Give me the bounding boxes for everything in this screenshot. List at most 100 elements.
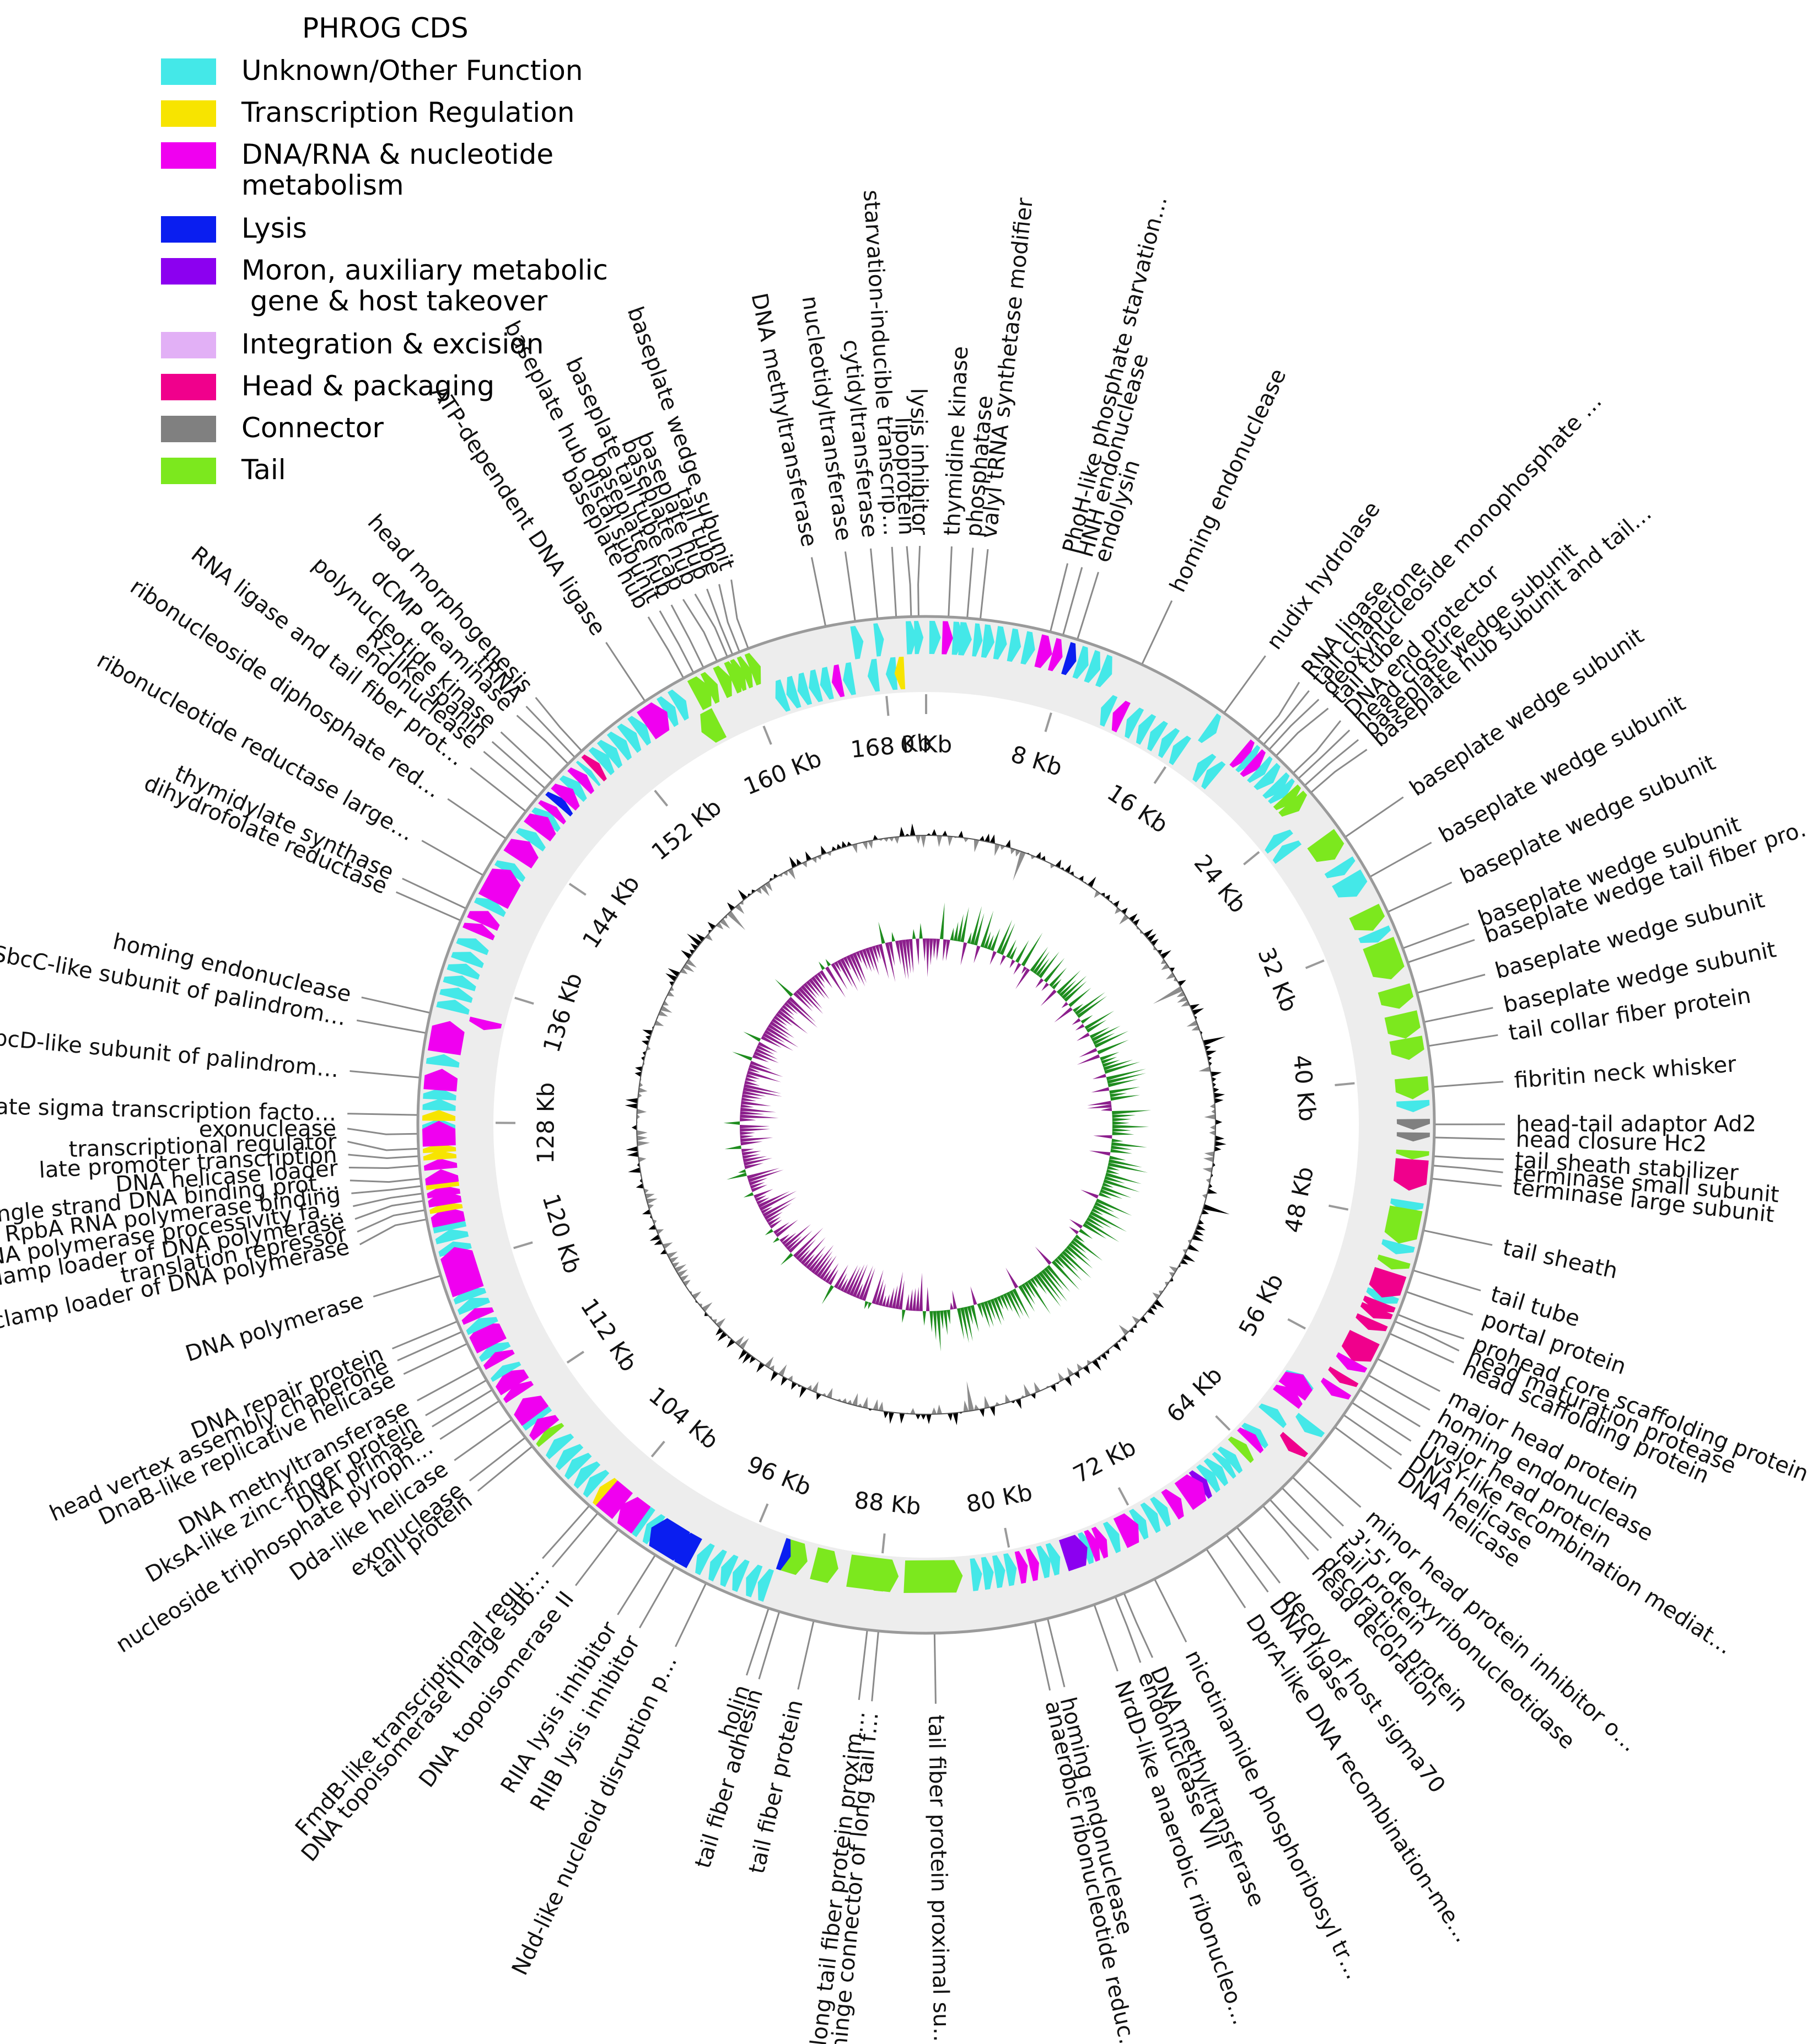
- gc-skew-peak: [741, 1149, 754, 1152]
- gc-content-peak: [1215, 1135, 1225, 1141]
- gc-content-peak: [921, 835, 926, 848]
- gene-arrow: [491, 1361, 521, 1382]
- gc-skew-peak: [1030, 947, 1048, 972]
- gc-content-peak: [789, 856, 797, 868]
- gene-arrow: [478, 868, 521, 909]
- label-leader: [1236, 1527, 1281, 1584]
- gc-skew-peak: [1066, 1245, 1093, 1269]
- gc-skew-peak: [803, 1254, 815, 1267]
- gene-arrow-unknown: [456, 938, 489, 956]
- gene-arrow-unknown: [1045, 1543, 1061, 1576]
- label-leader: [347, 1128, 417, 1135]
- gc-skew-peak: [770, 1219, 782, 1229]
- label-leader: [542, 1506, 590, 1559]
- tick-label: 160 Kb: [740, 744, 825, 800]
- tick-mark: [1305, 959, 1325, 969]
- gc-skew-peak: [743, 1156, 767, 1163]
- gc-content-peak: [1206, 1050, 1217, 1056]
- gc-skew-peak: [825, 1263, 839, 1284]
- gene-arrow: [576, 760, 601, 786]
- gc-skew-peak: [891, 932, 895, 942]
- gene-arrow-unknown: [606, 731, 632, 761]
- gc-content-peak: [635, 1066, 643, 1072]
- gc-content-peak: [915, 835, 921, 844]
- gc-content-peak: [963, 838, 969, 843]
- label-leader: [1388, 881, 1453, 913]
- gc-skew-peak: [800, 985, 822, 1009]
- gc-content-peak: [1094, 890, 1101, 898]
- gc-skew-peak: [741, 1151, 762, 1156]
- gc-skew-peak: [803, 983, 818, 999]
- gc-skew-peak: [1041, 1269, 1068, 1302]
- gc-skew-peak: [908, 938, 914, 973]
- gc-content-peak: [787, 1375, 793, 1382]
- gc-skew-peak: [740, 1104, 754, 1108]
- legend-label: Tail: [241, 454, 286, 486]
- gene-arrow-unknown: [573, 1461, 601, 1489]
- gc-skew-peak: [800, 1237, 826, 1265]
- gene-arrow-unknown: [457, 1297, 491, 1315]
- gc-skew-peak: [765, 1228, 773, 1236]
- gc-skew-peak: [828, 1269, 838, 1285]
- label-leader: [1432, 1178, 1502, 1187]
- label-leader: [1308, 1461, 1362, 1508]
- gc-skew-peak: [878, 1283, 886, 1306]
- gene-arrow-unknown: [1396, 1099, 1430, 1112]
- gc-skew-peak: [983, 931, 991, 949]
- gc-skew-peak: [747, 1169, 784, 1183]
- gc-skew-peak: [1079, 1048, 1098, 1058]
- gc-skew-peak: [899, 940, 906, 979]
- gc-skew-peak: [916, 938, 919, 965]
- gc-content-peak: [899, 1413, 905, 1424]
- gc-skew-peak: [837, 959, 853, 988]
- gc-content-peak: [717, 1331, 728, 1342]
- gene-arrow: [1336, 1352, 1368, 1373]
- gc-skew-peak: [852, 952, 867, 983]
- gc-skew-peak: [1059, 1253, 1079, 1272]
- gc-skew-peak: [936, 1311, 941, 1352]
- gc-content-peak: [805, 851, 812, 861]
- gene-arrow: [637, 702, 670, 739]
- gene-arrow: [744, 653, 761, 686]
- tick-label: 80 Kb: [964, 1478, 1035, 1517]
- gc-content-peak: [1005, 839, 1010, 848]
- gc-skew-peak: [1072, 1018, 1081, 1025]
- label-leader: [500, 731, 553, 780]
- gc-content-peak: [642, 1029, 653, 1036]
- tick-label: 152 Kb: [646, 793, 727, 866]
- gene-arrow-unknown: [1324, 856, 1356, 878]
- gc-skew-peak: [743, 1032, 761, 1042]
- gc-content-peak: [1160, 959, 1166, 964]
- tick-mark: [759, 1503, 769, 1523]
- gc-content-peak: [1211, 1077, 1217, 1082]
- gene-arrow: [776, 1538, 791, 1570]
- gene-arrow: [462, 922, 495, 941]
- label-leader: [810, 557, 826, 626]
- gc-skew-peak: [865, 947, 875, 972]
- gene-arrow: [1262, 772, 1290, 799]
- genome-outline: [416, 615, 1436, 1635]
- label-leader: [373, 1275, 440, 1298]
- gc-skew-peak: [775, 979, 793, 997]
- tick-label: 8 Kb: [1008, 741, 1065, 781]
- gc-content-peak: [1214, 1146, 1222, 1152]
- label-leader: [1094, 1605, 1118, 1672]
- gc-content-peak: [1187, 1244, 1200, 1252]
- gene-label: SbcD-like subunit of palindrom…: [0, 1024, 340, 1083]
- gc-skew-peak: [1112, 1125, 1149, 1129]
- gene-arrow-unknown: [1295, 1413, 1325, 1437]
- gc-skew-peak: [858, 949, 868, 970]
- gc-content-peak: [662, 1242, 673, 1249]
- gene-arrow-unknown: [447, 963, 480, 980]
- gc-skew-peak: [987, 1300, 996, 1321]
- label-leader: [1352, 1402, 1412, 1442]
- gene-arrow-unknown: [668, 689, 689, 721]
- gc-skew-peak: [990, 1299, 1002, 1326]
- gc-content-peak: [1202, 1167, 1213, 1173]
- gene-arrow-unknown: [422, 1098, 456, 1111]
- tick-label: 40 Kb: [1288, 1054, 1321, 1123]
- gc-content-peak: [687, 934, 702, 946]
- label-leader: [917, 546, 921, 616]
- label-leader: [670, 604, 704, 667]
- gc-skew-peak: [746, 1070, 782, 1082]
